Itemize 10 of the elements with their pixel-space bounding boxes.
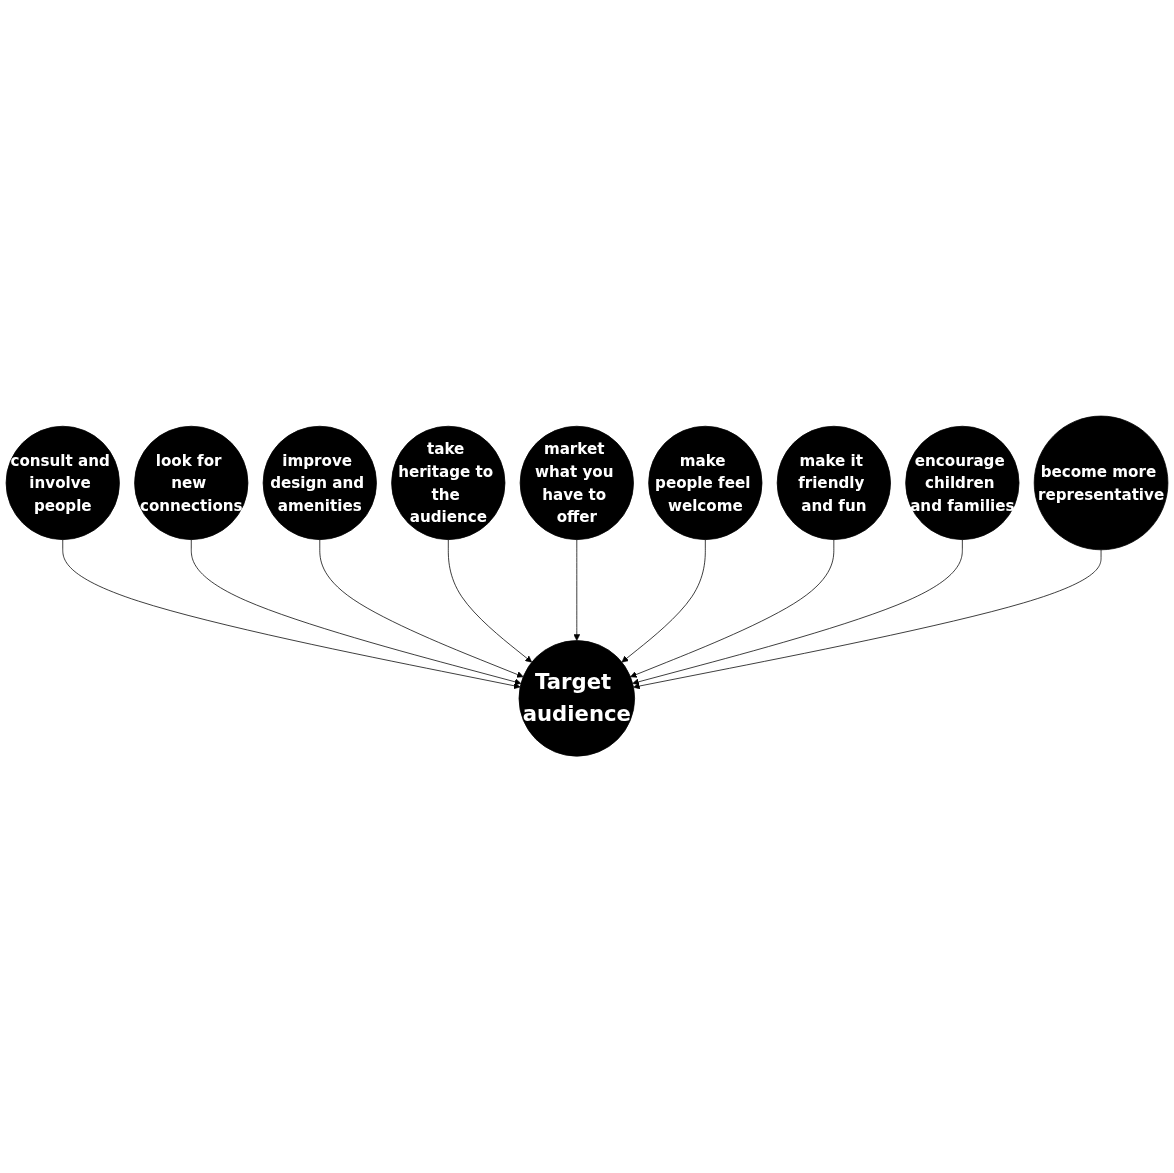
node-circle: look for new connections xyxy=(134,426,249,541)
node-circle: market what you have to offer xyxy=(519,426,634,541)
node-circle: make it friendly and fun xyxy=(776,426,891,541)
node-circle: encourage children and families xyxy=(905,426,1020,541)
node-circle: improve design and amenities xyxy=(262,426,377,541)
node-circle: make people feel welcome xyxy=(648,426,763,541)
node-circle: Target audience xyxy=(518,640,635,757)
node-circle: take heritage to the audience xyxy=(391,426,506,541)
node-circle: become more representative xyxy=(1033,416,1169,551)
node-circle: consult and involve people xyxy=(5,426,120,541)
